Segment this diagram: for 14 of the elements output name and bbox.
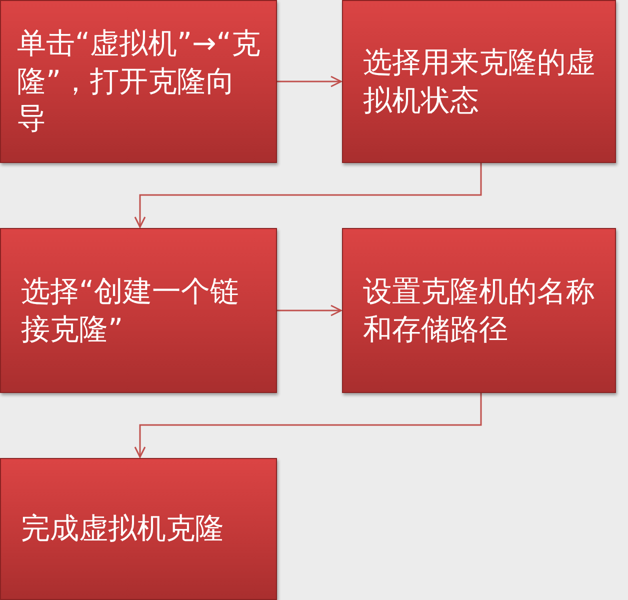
step-text: 单击“虚拟机”→“克隆”，打开克隆向导	[17, 24, 262, 138]
arrow	[134, 393, 482, 458]
step-text: 完成虚拟机克隆	[21, 510, 224, 548]
step-text: 选择用来克隆的虚拟机状态	[363, 44, 596, 118]
process-box	[0, 0, 277, 163]
process-box	[342, 228, 616, 393]
arrow	[277, 304, 342, 316]
arrow	[277, 76, 342, 88]
arrow	[134, 163, 482, 228]
step-text: 选择“创建一个链接克隆”	[21, 272, 240, 348]
step-text: 设置克隆机的名称和存储路径	[363, 272, 596, 348]
process-box	[0, 228, 277, 393]
process-box	[342, 0, 616, 163]
process-box	[0, 458, 277, 600]
